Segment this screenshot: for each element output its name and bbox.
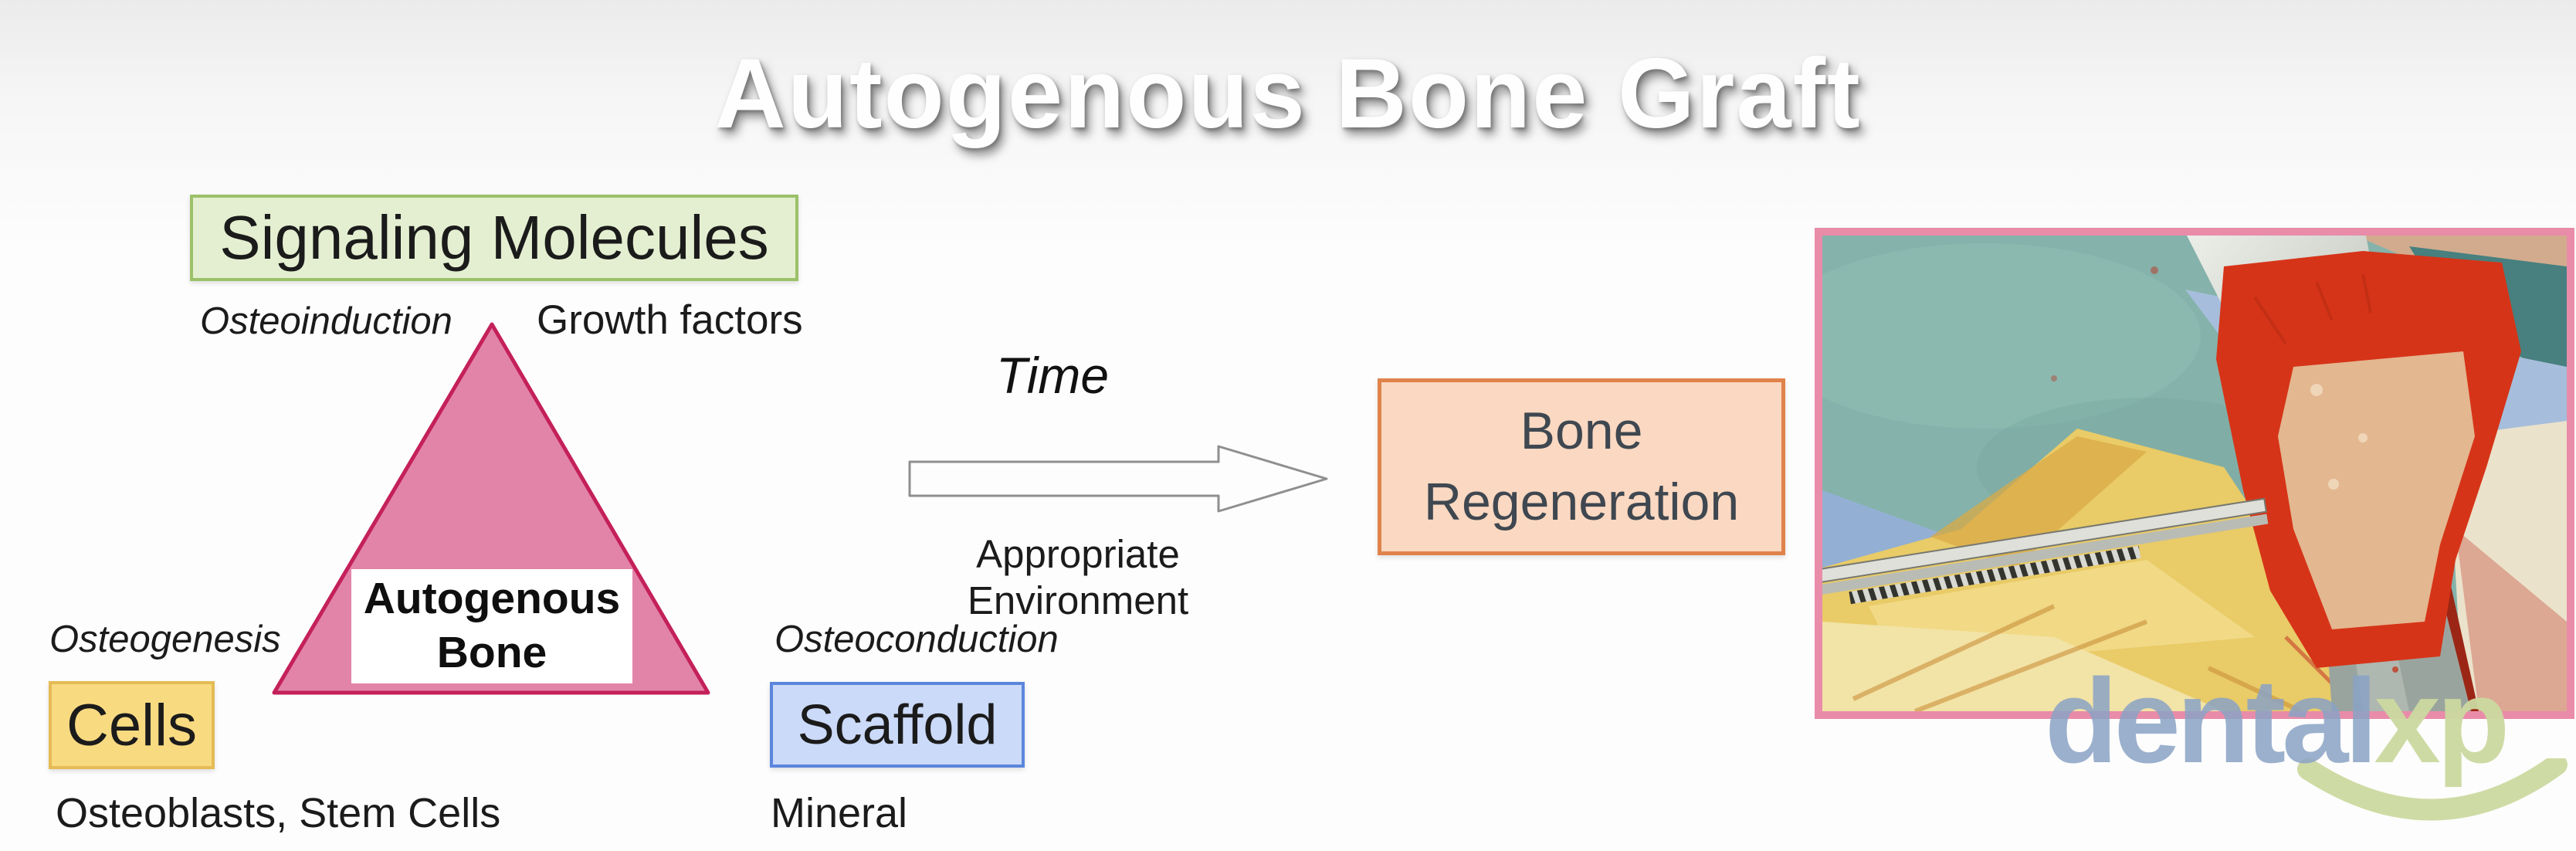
forceps	[1822, 497, 2269, 605]
osteogenesis-label: Osteogenesis	[49, 619, 281, 660]
arrow-right-icon	[908, 445, 1328, 513]
tissue	[1822, 421, 2567, 711]
osteoinduction-label: Osteoinduction	[200, 300, 452, 342]
appropriate-environment-label: Appropriate Environment	[958, 531, 1198, 624]
page-title: Autogenous Bone Graft	[714, 39, 1862, 149]
bone-regeneration-line1: Bone	[1520, 401, 1643, 460]
watermark-smile-icon	[2297, 758, 2568, 821]
appropriate-line: Appropriate	[976, 532, 1180, 576]
scaffold-box: Scaffold	[770, 682, 1025, 768]
bone-regeneration-line2: Regeneration	[1423, 472, 1740, 531]
surgical-photo-scene	[1822, 236, 2567, 711]
growth-factors-label: Growth factors	[537, 297, 803, 343]
scaffold-label: Scaffold	[797, 693, 998, 756]
time-label: Time	[996, 347, 1110, 404]
environment-line: Environment	[967, 578, 1189, 623]
bone-regeneration-box: Bone Regeneration	[1378, 378, 1785, 555]
surgical-photo	[1815, 228, 2574, 719]
watermark-dental-text: dental	[2045, 654, 2378, 788]
osteoconduction-label: Osteoconduction	[774, 619, 1059, 660]
watermark-xp-text: xp	[2374, 654, 2510, 788]
autogenous-bone-line2: Bone	[436, 628, 547, 677]
signaling-molecules-label: Signaling Molecules	[219, 203, 769, 272]
bone-graft	[2216, 251, 2521, 668]
osteoblasts-stem-cells-label: Osteoblasts, Stem Cells	[56, 790, 501, 836]
cells-box: Cells	[49, 681, 215, 769]
cells-label: Cells	[66, 692, 197, 758]
mineral-label: Mineral	[771, 790, 908, 836]
autogenous-bone-line1: Autogenous	[363, 574, 621, 624]
autogenous-bone-box: Autogenous Bone	[351, 569, 632, 683]
signaling-molecules-box: Signaling Molecules	[190, 195, 798, 281]
dentalxp-watermark: dentalxp	[2045, 661, 2510, 781]
